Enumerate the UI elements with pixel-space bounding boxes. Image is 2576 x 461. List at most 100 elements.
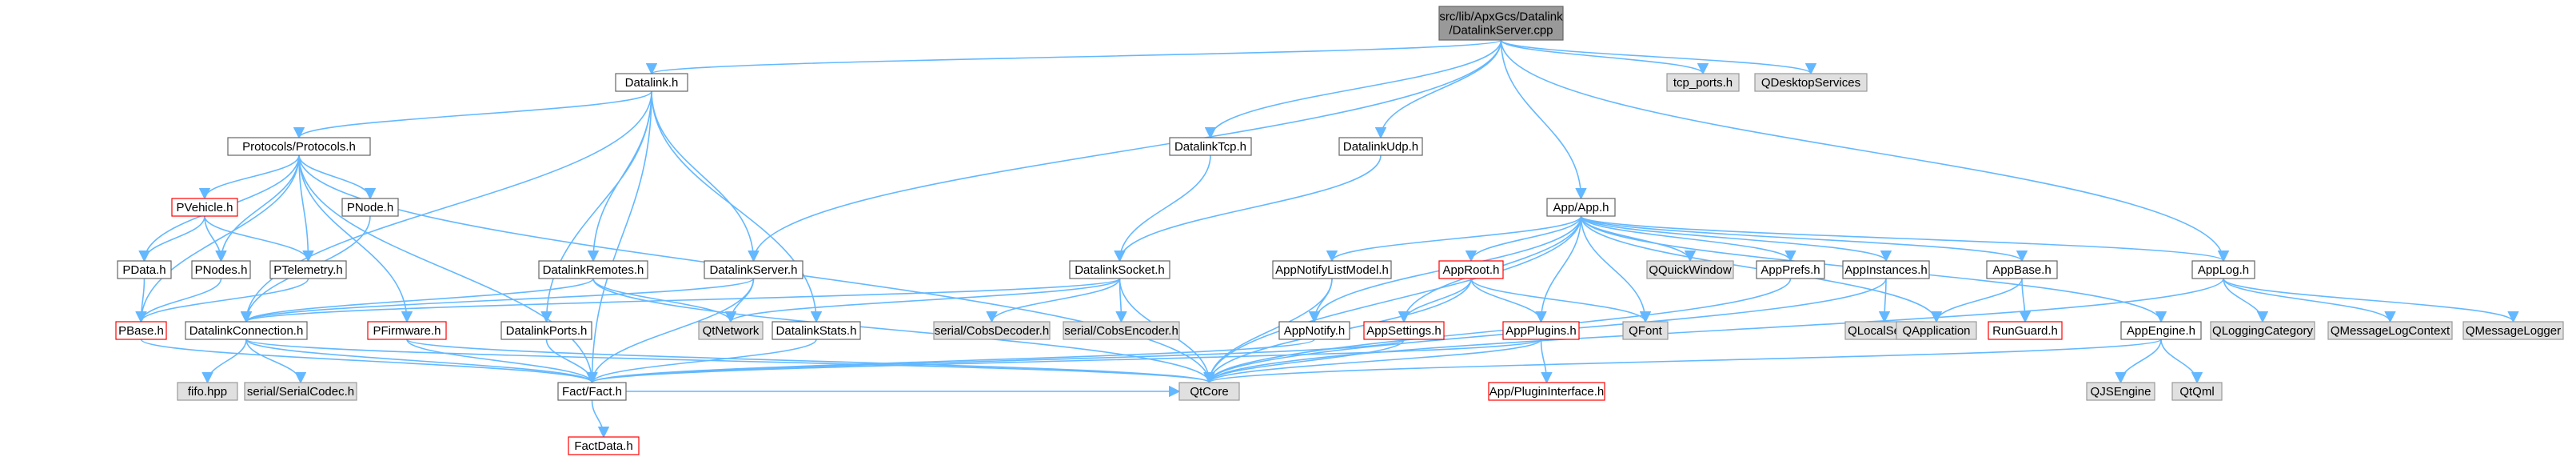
node-fact-h[interactable]: Fact/Fact.h bbox=[557, 382, 627, 401]
node-label: DatalinkSocket.h bbox=[1075, 263, 1165, 277]
edge-appsettings-h-to-qtcore bbox=[1203, 339, 1405, 384]
edge-app-h-to-qtcore bbox=[1203, 215, 1582, 384]
node-qapplication[interactable]: QApplication bbox=[1896, 321, 1977, 340]
node-label: serial/CobsEncoder.h bbox=[1064, 324, 1178, 338]
node-label: App/PluginInterface.h bbox=[1489, 385, 1604, 399]
node-datalink-h[interactable]: Datalink.h bbox=[615, 73, 688, 92]
edge-appnotifylistmodel-h-to-qtcore bbox=[1203, 278, 1333, 384]
edge-datalinkserver-h-to-datalinkconnection-h bbox=[241, 278, 755, 323]
node-appbase-h[interactable]: AppBase.h bbox=[1986, 260, 2058, 279]
node-box bbox=[341, 198, 399, 217]
edge-pvehicle-h-to-pdata-h bbox=[138, 215, 205, 263]
node-datalinkconnection-h[interactable]: DatalinkConnection.h bbox=[185, 321, 308, 340]
node-tcp-ports[interactable]: tcp_ports.h bbox=[1666, 73, 1740, 92]
node-qtnetwork[interactable]: QtNetwork bbox=[698, 321, 764, 340]
edge-pvehicle-h-to-ptelemetry-h bbox=[204, 215, 314, 263]
node-appplugininterface-h[interactable]: App/PluginInterface.h bbox=[1488, 382, 1605, 401]
node-box bbox=[1988, 321, 2063, 340]
node-label: serial/CobsDecoder.h bbox=[935, 324, 1049, 338]
edge-root-to-qdesktopservices bbox=[1500, 39, 1816, 75]
edge-pbase-h-to-fact-h bbox=[140, 339, 598, 384]
node-label: DatalinkUdp.h bbox=[1343, 140, 1418, 154]
node-box bbox=[2086, 382, 2155, 401]
node-layer: src/lib/ApxGcs/Datalink/DatalinkServer.c… bbox=[115, 6, 2564, 455]
node-box bbox=[1842, 260, 1930, 279]
node-pnodes-h[interactable]: PNodes.h bbox=[191, 260, 251, 279]
node-datalinktcp-h[interactable]: DatalinkTcp.h bbox=[1169, 137, 1252, 156]
node-box bbox=[191, 260, 251, 279]
node-box bbox=[1646, 260, 1734, 279]
node-box bbox=[115, 321, 167, 340]
node-appprefs-h[interactable]: AppPrefs.h bbox=[1756, 260, 1825, 279]
node-box bbox=[933, 321, 1051, 340]
node-box bbox=[1278, 321, 1350, 340]
node-label: PNode.h bbox=[347, 201, 393, 214]
node-box bbox=[2191, 260, 2255, 279]
node-approot-h[interactable]: AppRoot.h bbox=[1438, 260, 1504, 279]
node-app-h[interactable]: App/App.h bbox=[1546, 198, 1616, 217]
edge-protocols-h-to-ptelemetry-h bbox=[298, 154, 314, 263]
node-appinstances-h[interactable]: AppInstances.h bbox=[1842, 260, 1930, 279]
node-qjsengine[interactable]: QJSEngine bbox=[2086, 382, 2155, 401]
node-datalinkports-h[interactable]: DatalinkPorts.h bbox=[500, 321, 592, 340]
node-qmessagelogger[interactable]: QMessageLogger bbox=[2462, 321, 2564, 340]
edge-pvehicle-h-to-pnodes-h bbox=[204, 215, 227, 263]
node-box bbox=[1338, 137, 1423, 156]
edge-datalink-h-to-datalinkstats-h bbox=[651, 90, 823, 323]
node-appplugins-h[interactable]: AppPlugins.h bbox=[1502, 321, 1580, 340]
node-label: App/App.h bbox=[1553, 201, 1609, 214]
edge-app-h-to-applog-h bbox=[1580, 215, 2229, 263]
node-serialcodec[interactable]: serial/SerialCodec.h bbox=[244, 382, 357, 401]
node-pvehicle-h[interactable]: PVehicle.h bbox=[171, 198, 238, 217]
edge-approot-h-to-qfont bbox=[1470, 278, 1652, 323]
node-protocols-h[interactable]: Protocols/Protocols.h bbox=[227, 137, 371, 156]
node-datalinkserver-h[interactable]: DatalinkServer.h bbox=[704, 260, 804, 279]
node-box bbox=[269, 260, 347, 279]
edge-applog-h-to-qloggingcategory bbox=[2223, 278, 2269, 323]
node-fifo-hpp[interactable]: fifo.hpp bbox=[177, 382, 238, 401]
node-datalinkudp-h[interactable]: DatalinkUdp.h bbox=[1338, 137, 1423, 156]
node-datalinkstats-h[interactable]: DatalinkStats.h bbox=[772, 321, 861, 340]
node-qquickwindow[interactable]: QQuickWindow bbox=[1646, 260, 1734, 279]
node-label: PData.h bbox=[122, 263, 165, 277]
node-box bbox=[1438, 6, 1564, 41]
node-label: src/lib/ApxGcs/Datalink bbox=[1439, 10, 1563, 24]
edge-appengine-h-to-qtqml bbox=[2160, 339, 2203, 384]
node-label: AppPlugins.h bbox=[1505, 324, 1576, 338]
node-label: PVehicle.h bbox=[177, 201, 233, 214]
node-appnotify-h[interactable]: AppNotify.h bbox=[1278, 321, 1350, 340]
node-pbase-h[interactable]: PBase.h bbox=[115, 321, 167, 340]
edge-datalinksocket-h-to-cobsdecoder bbox=[986, 278, 1121, 323]
node-cobsdecoder[interactable]: serial/CobsDecoder.h bbox=[933, 321, 1051, 340]
node-label: Datalink.h bbox=[625, 76, 679, 90]
edge-datalink-h-to-datalinkconnection-h bbox=[240, 90, 652, 323]
node-qloggingcategory[interactable]: QLoggingCategory bbox=[2210, 321, 2315, 340]
edge-datalink-h-to-datalinkserver-h bbox=[651, 90, 760, 263]
node-qtqml[interactable]: QtQml bbox=[2171, 382, 2223, 401]
node-cobsencoder[interactable]: serial/CobsEncoder.h bbox=[1063, 321, 1180, 340]
node-pnode-h[interactable]: PNode.h bbox=[341, 198, 399, 217]
node-ptelemetry-h[interactable]: PTelemetry.h bbox=[269, 260, 347, 279]
node-qfont[interactable]: QFont bbox=[1622, 321, 1669, 340]
node-runguard-h[interactable]: RunGuard.h bbox=[1988, 321, 2063, 340]
node-box bbox=[1169, 137, 1252, 156]
node-box bbox=[1363, 321, 1445, 340]
edge-root-to-app-h bbox=[1500, 39, 1587, 200]
node-label: RunGuard.h bbox=[1992, 324, 2058, 338]
node-appsettings-h[interactable]: AppSettings.h bbox=[1363, 321, 1445, 340]
node-qmessagelogcontext[interactable]: QMessageLogContext bbox=[2327, 321, 2453, 340]
node-datalinkremotes-h[interactable]: DatalinkRemotes.h bbox=[538, 260, 648, 279]
node-root[interactable]: src/lib/ApxGcs/Datalink/DatalinkServer.c… bbox=[1438, 6, 1564, 41]
node-factdata-h[interactable]: FactData.h bbox=[568, 436, 640, 455]
node-pdata-h[interactable]: PData.h bbox=[117, 260, 172, 279]
edge-appplugins-h-to-qtcore bbox=[1203, 339, 1542, 384]
node-pfirmware-h[interactable]: PFirmware.h bbox=[367, 321, 447, 340]
node-appnotifylistmodel-h[interactable]: AppNotifyListModel.h bbox=[1272, 260, 1392, 279]
node-datalinksocket-h[interactable]: DatalinkSocket.h bbox=[1069, 260, 1170, 279]
edge-applog-h-to-qtcore bbox=[1203, 278, 2224, 384]
node-appengine-h[interactable]: AppEngine.h bbox=[2120, 321, 2202, 340]
node-applog-h[interactable]: AppLog.h bbox=[2191, 260, 2255, 279]
edge-appengine-h-to-qjsengine bbox=[2115, 339, 2162, 384]
node-qtcore[interactable]: QtCore bbox=[1178, 382, 1240, 401]
node-qdesktopservices[interactable]: QDesktopServices bbox=[1754, 73, 1868, 92]
